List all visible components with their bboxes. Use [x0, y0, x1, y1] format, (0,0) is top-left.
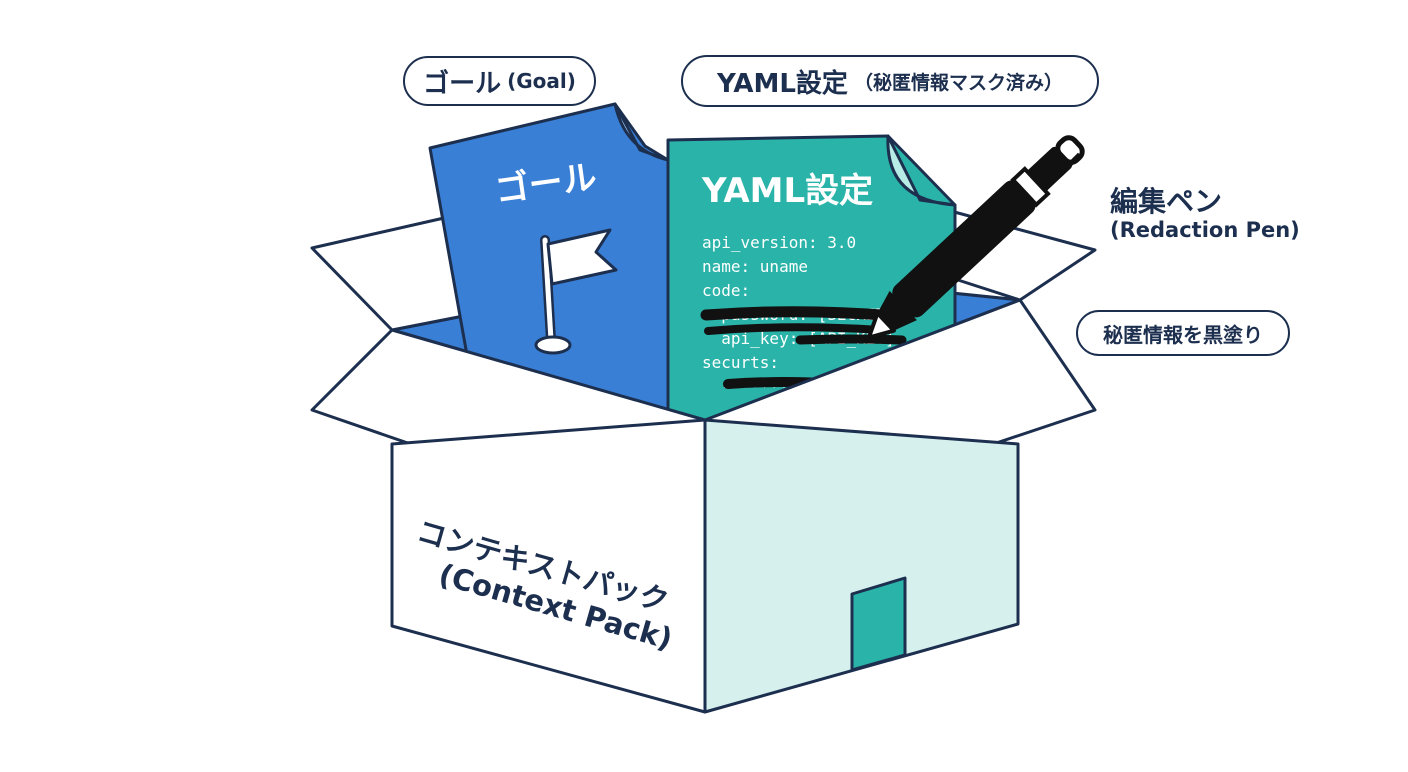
goal-callout-subtitle: (Goal): [507, 69, 576, 93]
yaml-line: name: uname: [702, 257, 808, 276]
redact-callout-text: 秘匿情報を黒塗り: [1103, 322, 1263, 347]
box-front-right-face: [703, 418, 1020, 714]
yaml-callout: YAML設定 （秘匿情報マスク済み）: [681, 55, 1099, 107]
redaction-pen-icon: [866, 135, 1085, 340]
yaml-line: code:: [702, 281, 750, 300]
pen-label-title: 編集ペン: [1110, 185, 1223, 218]
yaml-document: YAML設定 api_version: 3.0 name: uname code…: [666, 134, 957, 422]
goal-callout-title: ゴール: [423, 68, 502, 99]
goal-callout: ゴール (Goal): [403, 56, 596, 106]
goal-document: ゴール: [428, 102, 670, 414]
yaml-callout-subtitle: （秘匿情報マスク済み）: [853, 71, 1063, 94]
yaml-callout-title: YAML設定: [717, 68, 848, 99]
yaml-line: api_version: 3.0: [702, 233, 856, 252]
redaction-stroke: [704, 323, 884, 335]
box-door: [850, 576, 907, 672]
redact-callout: 秘匿情報を黒塗り: [1076, 310, 1290, 356]
yaml-line: securts:: [702, 353, 779, 372]
flag-icon: [534, 228, 618, 355]
redaction-stroke: [795, 334, 907, 345]
redaction-stroke: [700, 306, 901, 322]
yaml-card-title: YAML設定: [701, 171, 873, 211]
pen-label-subtitle: (Redaction Pen): [1110, 218, 1300, 242]
